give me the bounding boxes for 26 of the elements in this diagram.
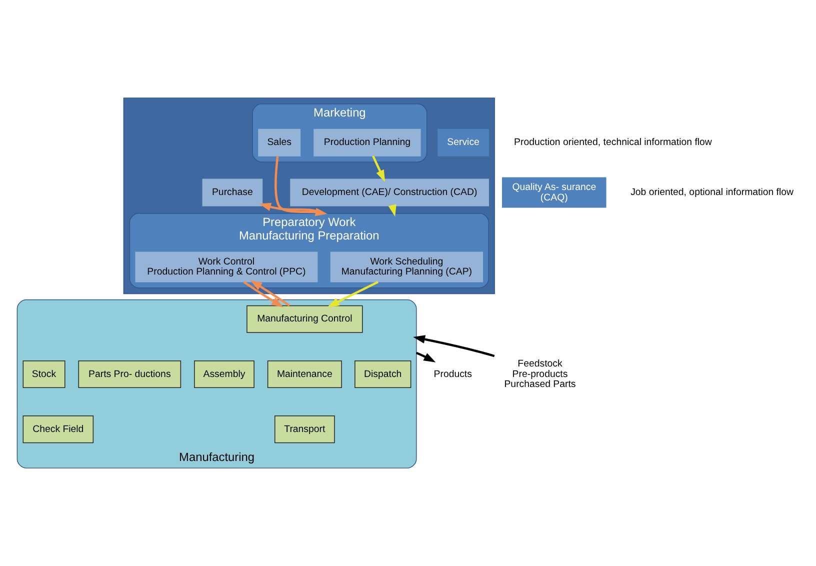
node-text: Feedstock Pre-products Purchased Parts [504, 358, 576, 390]
node-text: Products [434, 368, 472, 380]
node-box: Work Control Production Planning & Control (PPC) [135, 252, 318, 282]
arrow [259, 202, 324, 214]
node-box: Check Field [22, 416, 94, 444]
arrow [372, 156, 386, 182]
node-box: Quality As- surance (CAQ) [502, 177, 606, 208]
legend-label: Production oriented, technical information flow [514, 137, 712, 148]
node-box: Assembly [194, 360, 254, 388]
node-box: Manufacturing Control [246, 305, 363, 333]
node-box: Transport [274, 416, 335, 444]
node-box: Work Scheduling Manufacturing Planning (CAP) [330, 252, 484, 282]
arrow [413, 335, 495, 358]
legend-label: Job oriented, optional information flow [630, 187, 794, 198]
arrow [243, 281, 284, 308]
cluster [123, 98, 495, 294]
node-box: Service [438, 128, 489, 156]
node-box: Stock [22, 360, 66, 388]
arrow [250, 280, 290, 307]
node-box: Maintenance [267, 360, 342, 388]
arrow [416, 352, 436, 362]
node-box: Sales [258, 128, 301, 156]
node-box: Parts Pro- ductions [78, 360, 182, 388]
node-box: Dispatch [354, 360, 412, 388]
node-box: Production Planning [314, 128, 421, 156]
node-box: Purchase [202, 178, 263, 206]
